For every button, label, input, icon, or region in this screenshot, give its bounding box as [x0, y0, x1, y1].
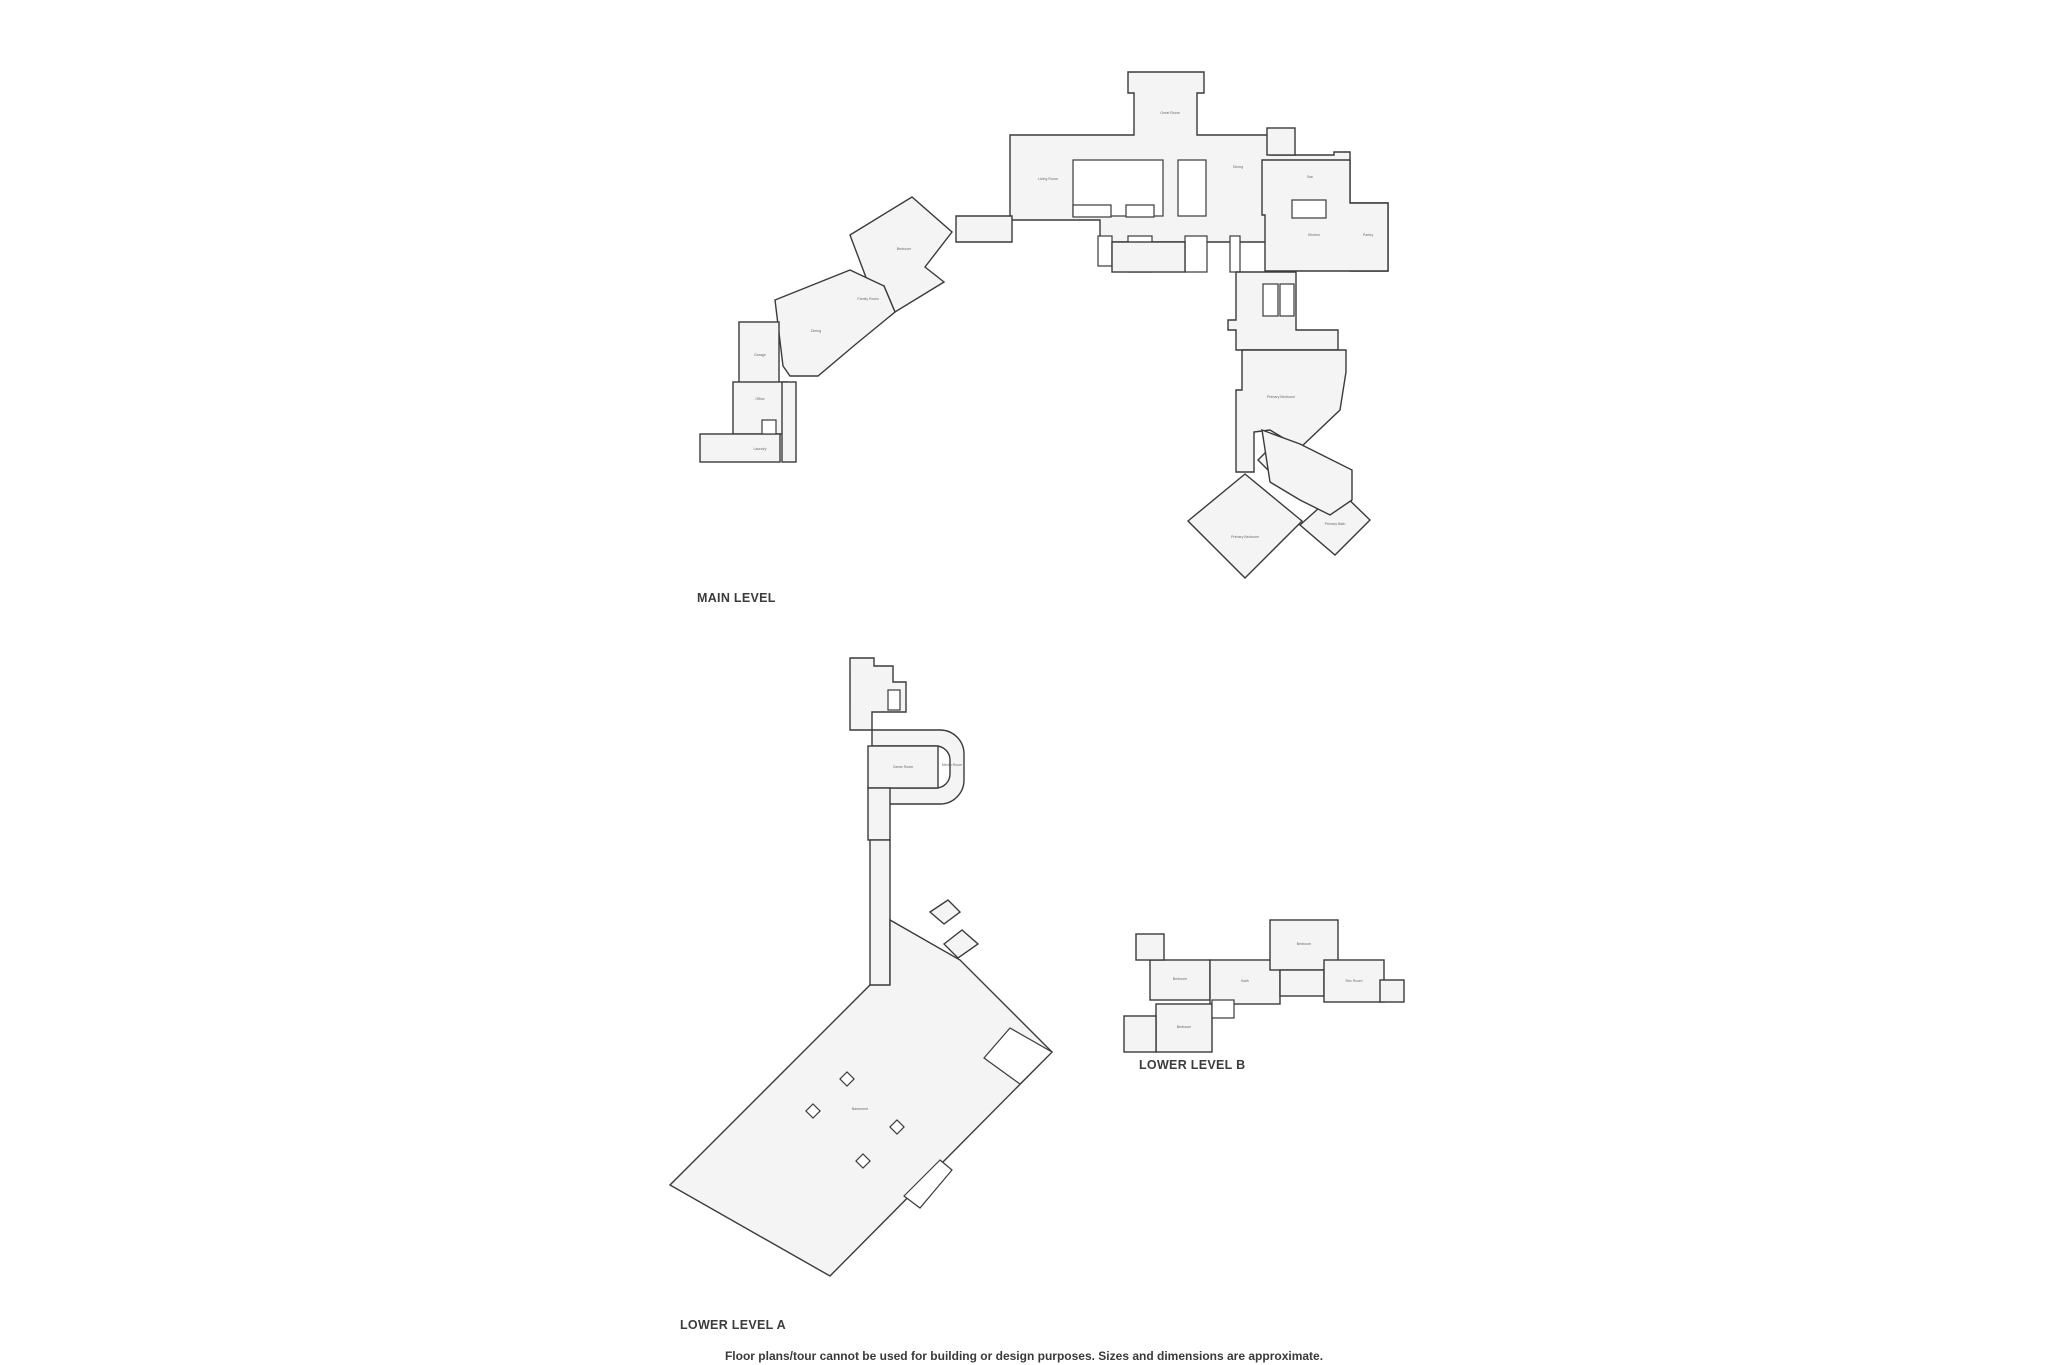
lower-a-column-4	[855, 1153, 871, 1169]
lower-a-column-1	[839, 1071, 855, 1087]
main-corridor-closet-1	[1097, 235, 1113, 267]
lower-level-b-label: LOWER LEVEL B	[1139, 1058, 1246, 1072]
room-label-12: Dining	[811, 329, 821, 333]
lower-a-top-closet	[887, 689, 901, 711]
lower-a-column-2	[805, 1103, 821, 1119]
main-top-right-room	[1266, 127, 1296, 156]
lower-b-hall	[1279, 969, 1325, 997]
room-label-8: Primary Bedroom	[1231, 535, 1259, 539]
room-label-3: Dining	[1233, 165, 1243, 169]
lower-b-storage	[1123, 1015, 1157, 1053]
room-label-21: Bedroom	[1297, 942, 1312, 946]
lower-a-column-3	[889, 1119, 905, 1135]
room-label-5: Kitchen	[1308, 233, 1320, 237]
room-label-14: Office	[755, 397, 764, 401]
main-west-garage	[738, 321, 780, 385]
lower-a-side-strip	[983, 1027, 1053, 1085]
room-label-9: Primary Bath	[1325, 522, 1346, 526]
lower-b-closet-1	[1211, 999, 1235, 1019]
lower-a-small-room-2	[942, 929, 980, 959]
lower-a-corner-nook	[903, 1159, 953, 1209]
main-inner-closet-b	[1125, 204, 1155, 218]
lower-a-small-room-1	[928, 899, 962, 925]
room-label-22: Bedroom	[1177, 1025, 1192, 1029]
room-label-19: Bedroom	[1173, 977, 1188, 981]
lower-b-bedroom-1	[1149, 959, 1211, 1001]
main-west-laundry	[699, 433, 781, 463]
main-level-plan	[699, 71, 1389, 579]
main-corridor-closet-4	[1229, 235, 1241, 273]
main-inner-closet-a	[1072, 204, 1112, 218]
lower-b-rec	[1323, 959, 1385, 1003]
lower-level-b-plan	[1123, 919, 1405, 1053]
room-label-11: Family Room	[857, 297, 878, 301]
room-label-13: Garage	[754, 353, 766, 357]
main-suite-center	[1261, 428, 1353, 516]
main-master-bedroom	[1186, 473, 1304, 579]
main-west-wing-family	[774, 269, 896, 377]
room-label-1: Great Room	[1160, 111, 1180, 115]
lower-level-a-label: LOWER LEVEL A	[680, 1318, 786, 1332]
lower-a-stair-corridor	[867, 787, 891, 841]
main-east-bath-b	[1279, 283, 1295, 317]
main-east-bath-a	[1262, 283, 1279, 317]
main-west-stair	[781, 381, 797, 463]
room-label-7: Primary Bedroom	[1267, 395, 1295, 399]
room-label-6: Pantry	[1363, 233, 1374, 237]
main-corridor-closet-3	[1184, 235, 1208, 273]
room-label-2: Living Room	[1038, 177, 1058, 181]
room-label-18: Basement	[852, 1107, 868, 1111]
room-label-20: Bath	[1241, 979, 1248, 983]
main-corridor-link	[1111, 241, 1186, 273]
disclaimer-text: Floor plans/tour cannot be used for buil…	[724, 1349, 1324, 1363]
room-label-10: Bedroom	[897, 247, 912, 251]
main-inner-room-b	[1177, 159, 1207, 217]
main-west-office	[732, 381, 788, 435]
room-label-15: Laundry	[754, 447, 767, 451]
room-label-17: Media Room	[942, 763, 962, 767]
lower-b-closet-2	[1379, 979, 1405, 1003]
main-west-hallway	[955, 215, 1013, 243]
lower-a-main-room	[668, 918, 1053, 1277]
main-east-island	[1291, 199, 1327, 219]
room-label-4: Bar	[1307, 175, 1313, 179]
room-label-23: Rec Room	[1346, 979, 1363, 983]
lower-b-closet-top	[1135, 933, 1165, 961]
lower-a-top-room	[849, 657, 907, 731]
main-west-utility	[761, 419, 777, 435]
room-label-16: Game Room	[893, 765, 913, 769]
lower-level-a-plan	[668, 657, 1053, 1277]
main-level-label: MAIN LEVEL	[697, 591, 776, 605]
lower-a-long-corridor	[869, 839, 891, 991]
lower-a-game-room	[867, 745, 939, 789]
